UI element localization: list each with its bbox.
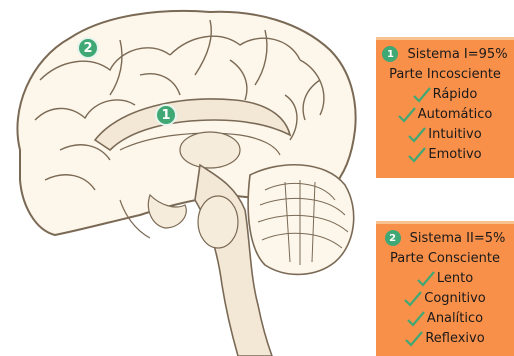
trait-label: Intuitivo xyxy=(428,125,481,145)
trait-item: Reflexivo xyxy=(376,329,514,349)
marker-system-2: 2 xyxy=(77,37,99,59)
panel-title: Sistema I=95% xyxy=(407,47,507,62)
system-2-panel: 2 Sistema II=5% Parte Consciente Lento C… xyxy=(376,221,514,356)
trait-item: Analítico xyxy=(376,309,514,329)
system-1-panel: 1 Sistema I=95% Parte Incosciente Rápido… xyxy=(376,37,514,178)
system-number-badge: 2 xyxy=(385,230,401,246)
panel-title-row: 2 Sistema II=5% xyxy=(376,229,514,247)
checkmark-icon xyxy=(404,291,422,307)
panel-title-row: 1 Sistema I=95% xyxy=(376,45,514,63)
trait-label: Automático xyxy=(418,105,493,125)
checkmark-icon xyxy=(398,107,416,123)
panel-title: Sistema II=5% xyxy=(410,231,506,246)
trait-label: Reflexivo xyxy=(425,329,484,349)
trait-item: Emotivo xyxy=(376,145,514,165)
trait-label: Emotivo xyxy=(428,145,481,165)
panel-subtitle: Parte Incosciente xyxy=(376,65,514,85)
trait-item: Cognitivo xyxy=(376,289,514,309)
system-number-badge: 1 xyxy=(382,46,398,62)
checkmark-icon xyxy=(408,147,426,163)
trait-label: Analítico xyxy=(427,309,483,329)
trait-label: Cognitivo xyxy=(424,289,486,309)
trait-item: Rápido xyxy=(376,85,514,105)
checkmark-icon xyxy=(413,87,431,103)
trait-label: Rápido xyxy=(433,85,478,105)
trait-item: Lento xyxy=(376,269,514,289)
checkmark-icon xyxy=(417,271,435,287)
checkmark-icon xyxy=(407,311,425,327)
checkmark-icon xyxy=(405,331,423,347)
checkmark-icon xyxy=(408,127,426,143)
trait-item: Intuitivo xyxy=(376,125,514,145)
trait-label: Lento xyxy=(437,269,473,289)
trait-item: Automático xyxy=(376,105,514,125)
marker-system-1: 1 xyxy=(155,104,177,126)
panel-subtitle: Parte Consciente xyxy=(376,249,514,269)
